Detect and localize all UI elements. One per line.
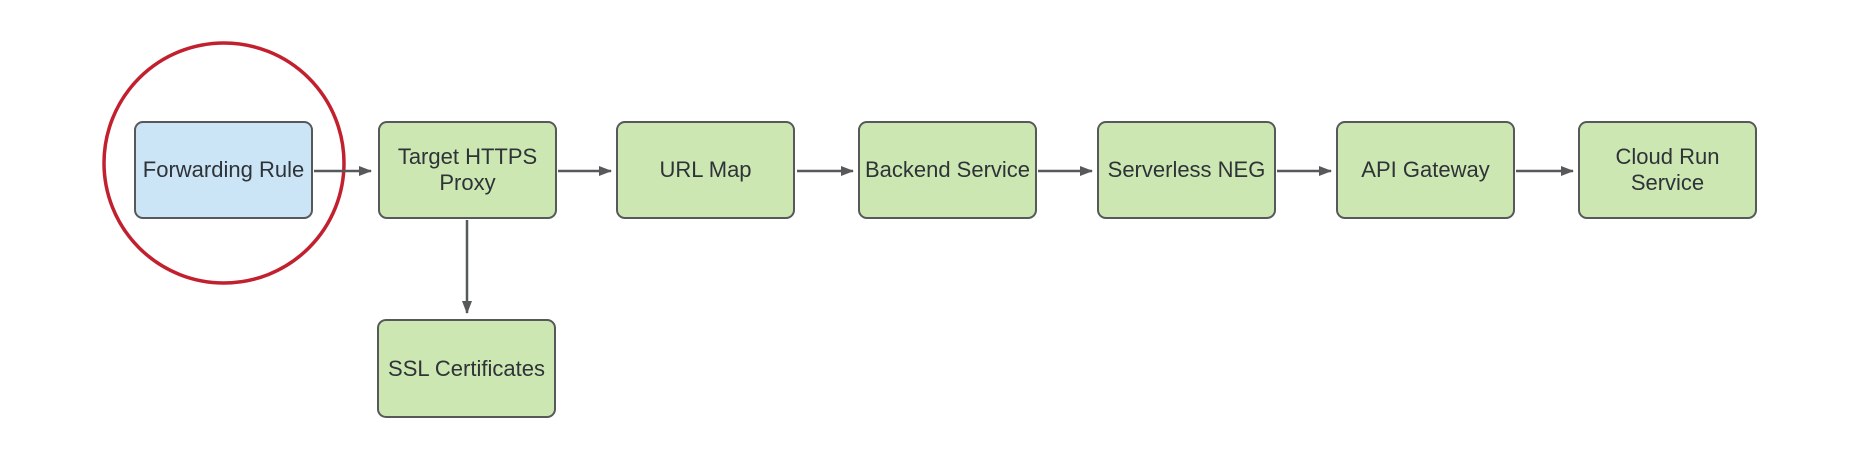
node-forwarding-rule: Forwarding Rule — [134, 121, 313, 219]
node-api-gateway: API Gateway — [1336, 121, 1515, 219]
node-label: API Gateway — [1361, 157, 1490, 183]
node-url-map: URL Map — [616, 121, 795, 219]
node-serverless-neg: Serverless NEG — [1097, 121, 1276, 219]
node-label: URL Map — [659, 157, 752, 183]
node-label: Forwarding Rule — [142, 157, 305, 183]
highlight-circle — [102, 41, 346, 285]
node-label: SSL Certificates — [388, 355, 545, 381]
node-label: Cloud Run Service — [1615, 144, 1720, 195]
node-target-https-proxy: Target HTTPS Proxy — [378, 121, 557, 219]
node-label: Target HTTPS Proxy — [397, 144, 538, 195]
node-label: Serverless NEG — [1107, 157, 1266, 183]
node-label: Backend Service — [864, 157, 1031, 183]
node-cloud-run-service: Cloud Run Service — [1578, 121, 1757, 219]
node-backend-service: Backend Service — [858, 121, 1037, 219]
node-ssl-certificates: SSL Certificates — [377, 319, 556, 418]
